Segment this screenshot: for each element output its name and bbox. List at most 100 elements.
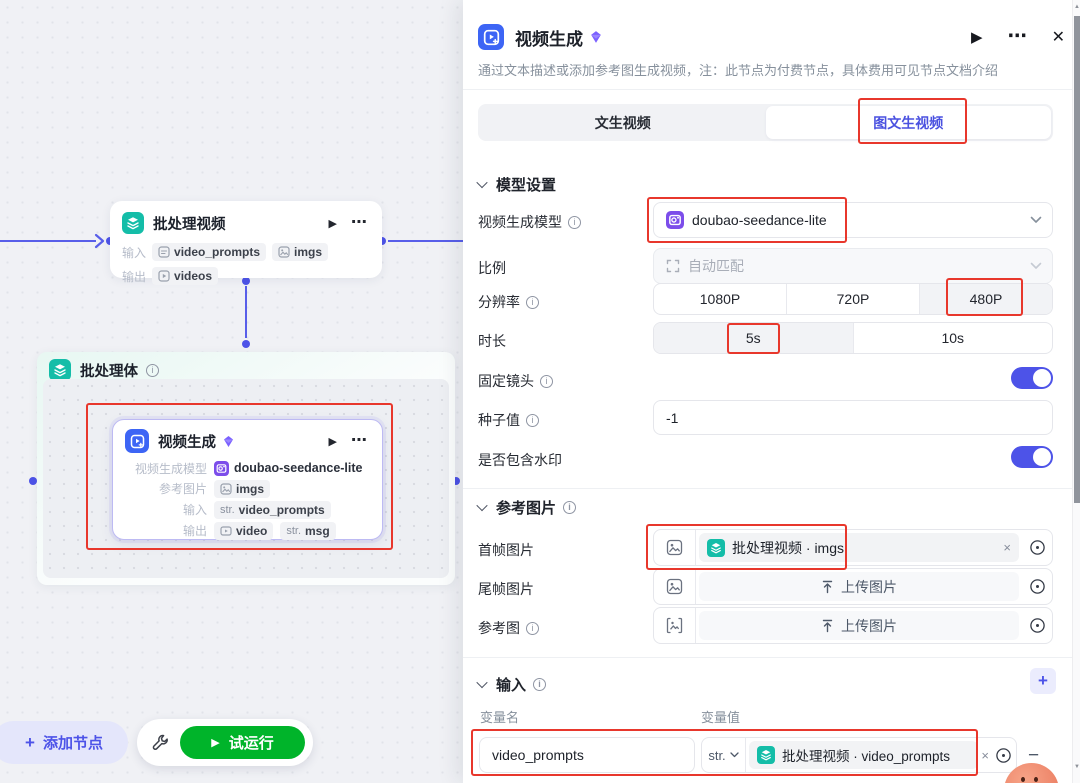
port-group-right[interactable] xyxy=(452,477,460,485)
model-select[interactable]: doubao-seedance-lite xyxy=(653,202,1053,238)
last-frame-label: 尾帧图片 xyxy=(478,581,534,597)
assistant-mascot[interactable] xyxy=(1004,763,1059,783)
video-generate-icon xyxy=(478,24,504,50)
section-model-settings[interactable]: 模型设置 xyxy=(476,174,557,194)
node-output-label: 输出 xyxy=(122,269,147,284)
divider xyxy=(463,89,1080,90)
reference-picker-icon[interactable] xyxy=(1022,608,1052,643)
info-icon[interactable]: i xyxy=(526,295,539,309)
gem-badge-icon xyxy=(222,435,235,448)
resolution-option-720p[interactable]: 720P xyxy=(786,284,919,314)
watermark-toggle[interactable] xyxy=(1011,446,1053,468)
panel-title: 视频生成 xyxy=(515,29,583,49)
var-value-text: 批处理视频 · video_prompts xyxy=(782,749,951,764)
info-icon[interactable]: i xyxy=(526,413,539,427)
batch-layers-icon xyxy=(49,359,71,381)
group-title: 批处理体 xyxy=(80,363,138,380)
scrollbar-thumb[interactable] xyxy=(1074,16,1080,503)
field-label: 参考图片 xyxy=(158,482,207,496)
tab-image-text-to-video[interactable]: 图文生视频 xyxy=(765,106,1051,139)
chip-video: video xyxy=(214,521,274,540)
type-select-value: str. xyxy=(708,747,726,763)
info-icon[interactable]: i xyxy=(568,215,581,229)
close-icon[interactable]: ✕ xyxy=(1051,29,1065,46)
info-icon[interactable]: i xyxy=(526,621,539,635)
info-icon[interactable]: i xyxy=(146,363,159,377)
node-more-button[interactable]: ⋯ xyxy=(351,432,368,449)
ratio-select-value: 自动匹配 xyxy=(688,258,744,274)
section-reference-images[interactable]: 参考图片 i xyxy=(476,497,577,517)
info-icon[interactable]: i xyxy=(533,677,547,691)
type-select[interactable]: str. xyxy=(702,738,746,772)
section-input[interactable]: 输入 i xyxy=(476,674,547,694)
edge-into-batch-video xyxy=(0,240,96,242)
panel-more-button[interactable]: ⋯ xyxy=(1007,26,1027,47)
chip-label: videos xyxy=(174,269,213,283)
add-input-button[interactable]: + xyxy=(1030,668,1056,694)
duration-option-10s[interactable]: 10s xyxy=(852,323,1053,353)
seed-input[interactable] xyxy=(653,400,1053,435)
info-icon[interactable]: i xyxy=(563,500,577,514)
add-node-label: 添加节点 xyxy=(42,735,103,752)
remove-input-row-button[interactable]: − xyxy=(1028,745,1040,766)
chip-msg: str. msg xyxy=(280,521,336,540)
panel-scrollbar[interactable]: ▲ ▼ xyxy=(1072,0,1080,783)
node-run-button[interactable]: ▶ xyxy=(328,435,337,448)
chevron-down-icon xyxy=(1030,262,1042,270)
add-node-button[interactable]: + 添加节点 xyxy=(0,721,128,764)
chip-label: video xyxy=(236,523,268,538)
watermark-label: 是否包含水印 xyxy=(478,452,562,468)
chevron-down-icon xyxy=(476,499,488,512)
scroll-up-icon[interactable]: ▲ xyxy=(1074,4,1080,10)
node-run-button[interactable]: ▶ xyxy=(328,217,337,230)
plus-icon: + xyxy=(25,732,35,752)
duration-option-5s[interactable]: 5s xyxy=(654,323,853,353)
fixed-camera-label: 固定镜头 i xyxy=(478,371,553,391)
wrench-icon[interactable] xyxy=(151,733,170,752)
reference-picker-icon[interactable] xyxy=(995,747,1012,764)
image-type-icon xyxy=(220,482,232,495)
last-frame-upload-button[interactable]: 上传图片 xyxy=(699,572,1019,601)
fixed-camera-toggle[interactable] xyxy=(1011,367,1053,389)
var-name-input[interactable] xyxy=(479,737,695,773)
node-more-button[interactable]: ⋯ xyxy=(351,214,368,231)
scroll-down-icon[interactable]: ▼ xyxy=(1074,764,1080,770)
info-icon[interactable]: i xyxy=(540,374,553,388)
port-group-left[interactable] xyxy=(29,477,37,485)
panel-description: 通过文本描述或添加参考图生成视频，注：此节点为付费节点，具体费用可见节点文档介绍 xyxy=(478,63,999,78)
panel-run-button[interactable]: ▶ xyxy=(971,29,983,46)
port-group-top[interactable] xyxy=(242,340,250,348)
reference-image-upload-button[interactable]: 上传图片 xyxy=(699,611,1019,640)
tab-text-to-video[interactable]: 文生视频 xyxy=(594,114,651,131)
var-value-column-label: 变量值 xyxy=(701,710,741,725)
panel-header: 视频生成 ▶ ⋯ ✕ xyxy=(478,20,1065,54)
section-title: 模型设置 xyxy=(496,176,557,194)
upload-label: 上传图片 xyxy=(841,578,897,595)
model-field-label: 视频生成模型 i xyxy=(478,212,581,232)
play-icon: ▶ xyxy=(211,737,220,749)
field-label: 输入 xyxy=(182,503,207,517)
node-video-gen[interactable]: 视频生成 ▶ ⋯ 视频生成模型 doubao-seedance-lite 参考图… xyxy=(112,419,383,540)
var-value-reference-tag[interactable]: 批处理视频 · video_prompts xyxy=(749,741,979,769)
edge-batch-video-out xyxy=(388,240,463,242)
remove-icon[interactable]: × xyxy=(1003,540,1011,555)
first-frame-reference-tag[interactable]: 批处理视频 · imgs × xyxy=(699,533,1019,562)
port-batch-video-bottom[interactable] xyxy=(242,277,250,285)
var-name-field-wrap xyxy=(479,737,695,773)
resolution-option-1080p[interactable]: 1080P xyxy=(699,291,741,307)
reference-picker-icon[interactable] xyxy=(1022,530,1052,565)
reference-picker-icon[interactable] xyxy=(1022,569,1052,604)
node-batch-video[interactable]: 批处理视频 ▶ ⋯ 输入 video_prompts imgs 输出 xyxy=(110,201,382,285)
port-batch-video-out[interactable] xyxy=(378,237,386,245)
video-type-icon xyxy=(220,525,232,537)
test-run-label: 试运行 xyxy=(228,735,274,752)
run-toolbar: ▶ 试运行 xyxy=(137,719,313,766)
seed-field-label: 种子值 i xyxy=(478,410,539,430)
remove-icon[interactable]: × xyxy=(981,747,989,763)
ratio-select[interactable]: 自动匹配 xyxy=(653,248,1053,284)
array-video-type-icon xyxy=(158,270,170,282)
resolution-field-label: 分辨率 i xyxy=(478,292,539,312)
resolution-option-480p[interactable]: 480P xyxy=(919,284,1052,314)
test-run-button[interactable]: ▶ 试运行 xyxy=(180,726,305,759)
node-input-label: 输入 xyxy=(122,245,147,260)
